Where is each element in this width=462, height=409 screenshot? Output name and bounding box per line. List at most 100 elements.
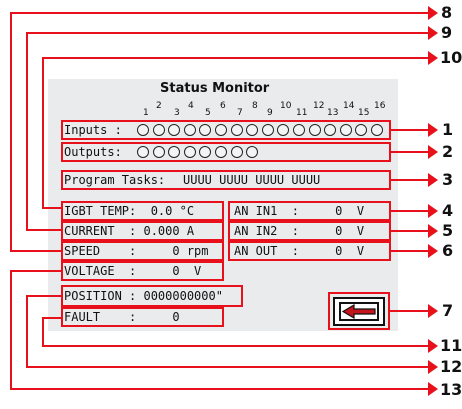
input-number-8: 8 [252,101,258,111]
connector-8-link [10,250,62,252]
an-out-field: AN OUT : 0 V [234,244,365,258]
fault-box [61,307,224,327]
voltage-field: VOLTAGE : 0 V [64,264,202,278]
arrowhead-3 [428,173,438,187]
callout-2: 2 [442,142,454,161]
igbt-temp-box [61,201,224,221]
input-number-13: 13 [327,108,339,118]
input-led-14 [339,124,352,136]
back-button-frame [339,302,379,321]
voltage-box [61,261,224,281]
connector-7 [390,310,429,312]
connector-12-link [26,295,62,297]
current-field: CURRENT : 0.000 A [64,224,195,238]
arrowhead-12 [428,360,438,374]
program-tasks-box [61,170,391,190]
inputs-row-box [61,120,391,140]
an-in1-box [228,201,391,221]
callout-10: 10 [440,48,462,67]
input-number-15: 15 [358,108,370,118]
input-number-2: 2 [156,101,162,111]
input-led-10 [277,124,290,136]
callout-4: 4 [442,201,454,220]
an-out-box [228,241,391,261]
input-led-5 [199,124,212,136]
fault-field: FAULT : 0 [64,310,180,324]
arrowhead-2 [428,145,438,159]
callout-9: 9 [441,23,453,42]
program-tasks-value: UUUU UUUU UUUU UUUU [183,173,321,187]
connector-9-vertical [26,32,28,231]
output-led-5 [199,146,212,158]
input-led-15 [355,124,368,136]
input-number-16: 16 [374,101,386,111]
arrow-left-icon [341,303,376,320]
connector-6 [391,250,429,252]
connector-11-link [42,317,62,319]
position-box [61,285,243,307]
input-led-13 [324,124,337,136]
callout-12: 12 [440,357,462,376]
connector-13-link [10,270,62,272]
connector-2 [391,151,429,153]
connector-9-link [26,229,62,231]
arrowhead-5 [428,224,438,238]
arrowhead-6 [428,244,438,258]
input-led-2 [152,124,165,136]
connector-9-top [26,32,430,34]
input-led-8 [246,124,259,136]
output-led-7 [230,146,243,158]
input-number-9: 9 [267,108,273,118]
callout-8: 8 [441,3,453,22]
input-number-7: 7 [237,108,243,118]
callout-13: 13 [440,380,462,399]
input-led-7 [230,124,243,136]
arrowhead-8 [428,6,438,20]
input-led-3 [168,124,181,136]
callout-5: 5 [442,221,454,240]
output-led-6 [215,146,227,158]
arrowhead-11 [428,339,438,353]
connector-13-bottom [10,388,430,390]
callout-3: 3 [442,170,454,189]
callout-1: 1 [442,120,454,139]
input-led-9 [261,124,274,136]
connector-4 [391,210,429,212]
connector-10-vertical [42,57,44,209]
output-led-8 [246,146,259,158]
igbt-temp-field: IGBT TEMP: 0.0 °C [64,204,195,218]
back-button-box [328,292,390,330]
input-number-1: 1 [143,108,149,118]
input-number-6: 6 [220,101,226,111]
output-led-1 [137,146,149,158]
input-number-5: 5 [205,108,211,118]
connector-8-vertical [10,12,12,252]
connector-5 [391,230,429,232]
output-led-4 [183,146,196,158]
connector-12-bottom [26,366,430,368]
an-in1-field: AN IN1 : 0 V [234,204,365,218]
input-led-12 [308,124,321,136]
an-in2-field: AN IN2 : 0 V [234,224,365,238]
connector-12-vertical [26,295,28,368]
an-in2-box [228,221,391,241]
input-number-11: 11 [296,108,308,118]
connector-1 [391,129,429,131]
back-button[interactable] [333,297,385,326]
connector-10-top [42,57,430,59]
position-field: POSITION : 0000000000" [64,289,223,303]
connector-8-top [10,12,430,14]
arrowhead-4 [428,204,438,218]
connector-11-vertical [42,317,44,347]
input-number-10: 10 [280,101,292,111]
input-led-16 [371,124,383,136]
arrowhead-1 [428,123,438,137]
input-led-11 [293,124,305,136]
screen-title: Status Monitor [160,81,270,96]
output-led-3 [168,146,181,158]
output-led-2 [152,146,165,158]
current-box [61,221,224,241]
program-tasks-label: Program Tasks: [64,173,166,187]
arrowhead-9 [428,26,438,40]
